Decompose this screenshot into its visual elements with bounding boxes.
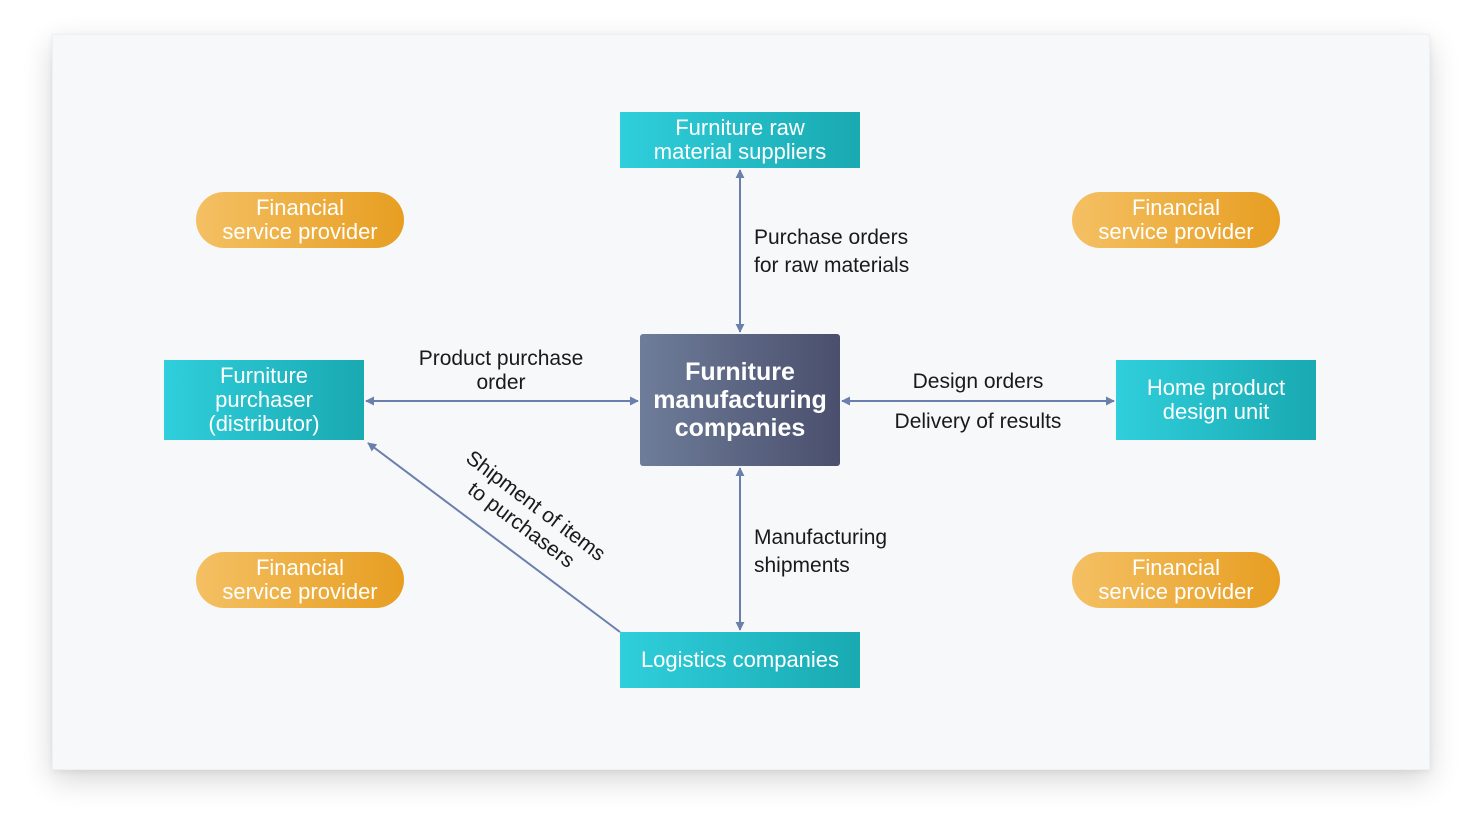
purchaser-line-3: (distributor) — [208, 411, 320, 436]
edge-label-line-1: Product purchase — [418, 347, 584, 370]
financial-provider-line-1: Financial — [1131, 555, 1221, 580]
purchaser-line-2: purchaser — [215, 387, 313, 412]
logistics-label: Logistics companies — [640, 647, 840, 672]
manufacturer-line-1: Furniture — [685, 358, 795, 386]
edge-label-line-1: Manufacturing — [754, 526, 888, 549]
design-unit-line-1: Home product — [1146, 375, 1286, 400]
edge-label-purchase-orders-raw: Purchase orders for raw materials — [754, 224, 909, 280]
manufacturer-line-2: manufacturing — [653, 386, 827, 414]
edge-label-design-orders: Design orders — [878, 368, 1078, 396]
financial-provider-line-2: service provider — [222, 579, 378, 604]
financial-provider-line-1: Financial — [255, 555, 345, 580]
edge-label-text: Design orders — [912, 370, 1044, 393]
home-product-design-node: Home product design unit — [1116, 360, 1316, 440]
financial-provider-top-right: Financial service provider — [1072, 192, 1280, 248]
logistics-companies-node: Logistics companies — [620, 632, 860, 688]
financial-provider-bottom-left: Financial service provider — [196, 552, 404, 608]
edge-label-product-purchase-order: Product purchase order — [401, 347, 601, 395]
financial-provider-line-1: Financial — [1131, 195, 1221, 220]
edge-label-line-2: for raw materials — [754, 254, 910, 277]
raw-suppliers-line-2: material suppliers — [653, 139, 827, 164]
financial-provider-line-1: Financial — [255, 195, 345, 220]
edge-label-manufacturing-shipments: Manufacturing shipments — [754, 524, 887, 580]
edge-label-text: Delivery of results — [894, 410, 1062, 433]
financial-provider-line-2: service provider — [1098, 579, 1254, 604]
manufacturer-line-3: companies — [674, 414, 806, 442]
financial-provider-line-2: service provider — [222, 219, 378, 244]
purchaser-line-1: Furniture — [219, 363, 309, 388]
financial-provider-line-2: service provider — [1098, 219, 1254, 244]
financial-provider-bottom-right: Financial service provider — [1072, 552, 1280, 608]
arrow-logistics-purchaser — [367, 442, 621, 633]
financial-provider-top-left: Financial service provider — [196, 192, 404, 248]
edge-label-delivery-of-results: Delivery of results — [870, 408, 1086, 436]
furniture-purchaser-node: Furniture purchaser (distributor) — [164, 360, 364, 440]
edge-label-line-2: shipments — [754, 554, 850, 577]
raw-suppliers-line-1: Furniture raw — [675, 115, 805, 140]
edge-label-line-2: order — [476, 371, 526, 394]
furniture-manufacturing-node: Furniture manufacturing companies — [640, 334, 840, 466]
edge-label-line-1: Purchase orders — [754, 226, 909, 249]
design-unit-line-2: design unit — [1162, 399, 1270, 424]
raw-material-suppliers-node: Furniture raw material suppliers — [620, 112, 860, 168]
